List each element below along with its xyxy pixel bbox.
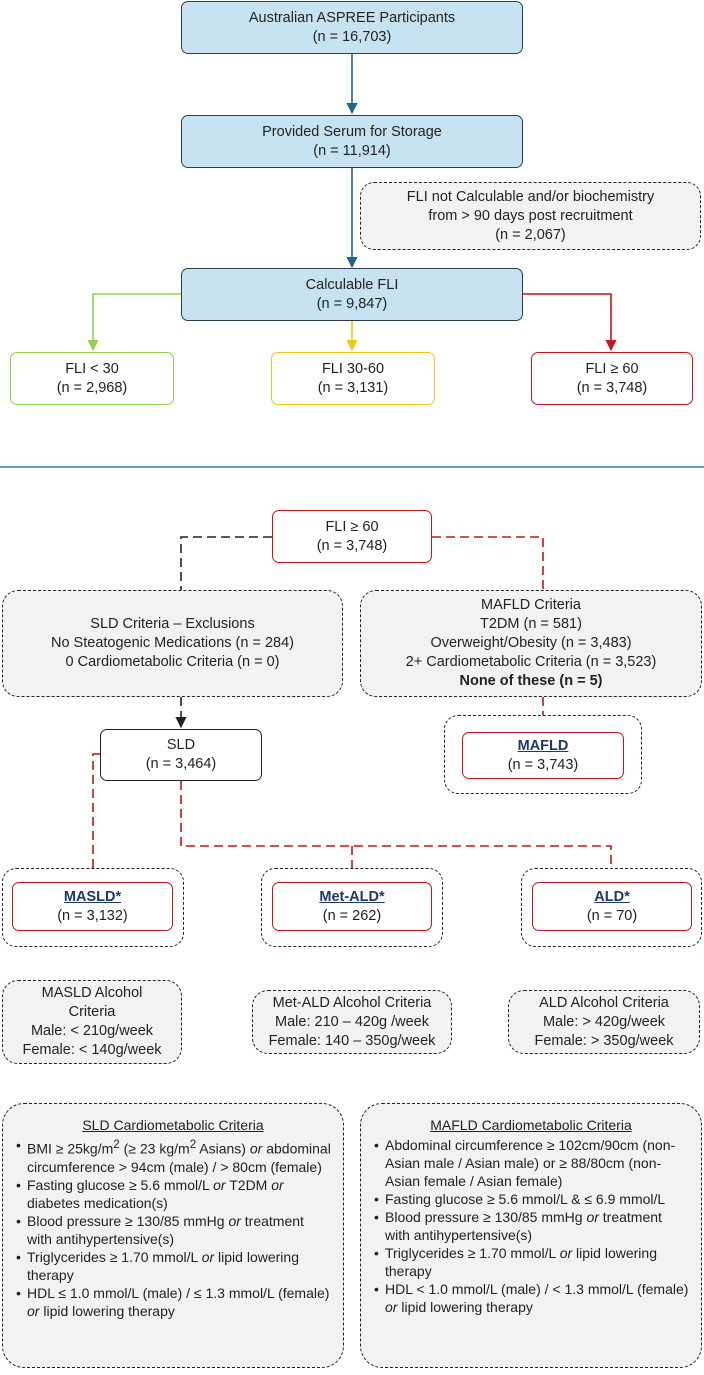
fli-mid-label: FLI 30-60 (321, 360, 385, 377)
calculable-fli-box: Calculable FLI (n = 9,847) (181, 268, 523, 321)
masld-box: MASLD* (n = 3,132) (12, 882, 173, 931)
ald-n: (n = 70) (586, 907, 638, 924)
ald-alcohol-box: ALD Alcohol Criteria Male: > 420g/week F… (508, 990, 700, 1054)
serum-n: (n = 11,914) (313, 142, 391, 159)
mafld-cardio-title: MAFLD Cardiometabolic Criteria (430, 1117, 632, 1133)
participants-n: (n = 16,703) (312, 28, 392, 45)
dash-to-sld-criteria (180, 536, 272, 590)
sld-criteria-title: SLD Criteria – Exclusions (90, 616, 255, 632)
metald-alcohol-box: Met-ALD Alcohol Criteria Male: 210 – 420… (252, 990, 452, 1054)
ald-alcohol-line1: ALD Alcohol Criteria (539, 994, 669, 1011)
fli-high-2-label: FLI ≥ 60 (325, 518, 379, 535)
fli-mid-n: (n = 3,131) (317, 379, 389, 396)
mafld-cardio-waist: Abdominal circumference ≥ 102cm/90cm (no… (374, 1136, 689, 1190)
sld-cardio-tg: Triglycerides ≥ 1.70 mmol/L or lipid low… (16, 1248, 331, 1284)
metald-alcohol-line2: Male: 210 – 420g /week (275, 1013, 429, 1030)
mafld-cardio-tg: Triglycerides ≥ 1.70 mmol/L or lipid low… (374, 1244, 689, 1280)
fli-low-n: (n = 2,968) (56, 379, 128, 396)
dash-to-mafld-criteria (432, 536, 544, 590)
fli-high-box: FLI ≥ 60 (n = 3,748) (531, 352, 693, 405)
mafld-box: MAFLD (n = 3,743) (462, 732, 624, 779)
sld-criteria-line2: 0 Cardiometabolic Criteria (n = 0) (65, 654, 280, 670)
mafld-n: (n = 3,743) (507, 756, 579, 773)
mafld-label: MAFLD (517, 737, 569, 754)
calculable-n: (n = 9,847) (316, 295, 388, 312)
ald-alcohol-line3: Female: > 350g/week (534, 1032, 674, 1049)
fli-high-label: FLI ≥ 60 (585, 360, 639, 377)
ald-alcohol-line2: Male: > 420g/week (542, 1013, 666, 1030)
sld-cardio-bmi: BMI ≥ 25kg/m2 (≥ 23 kg/m2 Asians) or abd… (16, 1136, 331, 1176)
sld-cardio-list: BMI ≥ 25kg/m2 (≥ 23 kg/m2 Asians) or abd… (15, 1136, 331, 1320)
mafld-cardio-hdl: HDL < 1.0 mmol/L (male) / < 1.3 mmol/L (… (374, 1280, 689, 1316)
masld-alcohol-line3: Male: < 210g/week (30, 1023, 154, 1039)
fli-low-box: FLI < 30 (n = 2,968) (10, 352, 174, 405)
sld-criteria-box: SLD Criteria – Exclusions No Steatogenic… (2, 590, 343, 697)
mafld-criteria-line3: 2+ Cardiometabolic Criteria (n = 3,523) (405, 654, 657, 670)
participants-box: Australian ASPREE Participants (n = 16,7… (181, 1, 523, 54)
sld-criteria-line1: No Steatogenic Medications (n = 284) (50, 635, 295, 651)
mafld-cardio-glucose: Fasting glucose ≥ 5.6 mmol/L & ≤ 6.9 mmo… (374, 1190, 689, 1208)
calculable-label: Calculable FLI (305, 276, 399, 293)
mafld-cardiometabolic-box: MAFLD Cardiometabolic Criteria Abdominal… (360, 1103, 702, 1368)
fli-mid-box: FLI 30-60 (n = 3,131) (271, 352, 435, 405)
sld-cardiometabolic-box: SLD Cardiometabolic Criteria BMI ≥ 25kg/… (2, 1103, 344, 1368)
metald-alcohol-line1: Met-ALD Alcohol Criteria (272, 994, 432, 1011)
masld-label: MASLD* (63, 888, 122, 905)
excluded-box: FLI not Calculable and/or biochemistry f… (360, 182, 701, 250)
sld-cardio-bp: Blood pressure ≥ 130/85 mmHg or treatmen… (16, 1212, 331, 1248)
dash-to-masld (87, 753, 100, 882)
arrow-to-fli-low (87, 293, 181, 352)
ald-box: ALD* (n = 70) (532, 882, 692, 931)
masld-alcohol-line1: MASLD Alcohol (41, 985, 143, 1001)
masld-alcohol-line2: Criteria (68, 1004, 116, 1020)
mafld-criteria-line2: Overweight/Obesity (n = 3,483) (430, 635, 632, 651)
sld-n: (n = 3,464) (145, 756, 217, 772)
fli-high-2-n: (n = 3,748) (316, 537, 388, 554)
metald-box: Met-ALD* (n = 262) (272, 882, 432, 931)
mafld-criteria-line4: None of these (n = 5) (459, 673, 603, 689)
fli-low-label: FLI < 30 (65, 360, 119, 377)
mafld-cardio-bp: Blood pressure ≥ 130/85 mmHg or treatmen… (374, 1208, 689, 1244)
arrow-to-fli-high (523, 293, 617, 352)
dash-to-ald (180, 781, 617, 882)
sld-box: SLD (n = 3,464) (100, 729, 262, 781)
excluded-n: (n = 2,067) (495, 226, 566, 243)
fli-high-n: (n = 3,748) (576, 379, 648, 396)
sld-cardio-glucose: Fasting glucose ≥ 5.6 mmol/L or T2DM or … (16, 1176, 331, 1212)
masld-n: (n = 3,132) (57, 907, 128, 924)
participants-label: Australian ASPREE Participants (248, 9, 456, 26)
mafld-criteria-title: MAFLD Criteria (481, 597, 581, 613)
sld-label: SLD (166, 737, 196, 753)
serum-box: Provided Serum for Storage (n = 11,914) (181, 115, 523, 168)
metald-n: (n = 262) (322, 907, 382, 924)
metald-label: Met-ALD* (319, 888, 385, 905)
excluded-line2: from > 90 days post recruitment (428, 207, 633, 224)
masld-alcohol-box: MASLD Alcohol Criteria Male: < 210g/week… (2, 980, 182, 1064)
masld-alcohol-line4: Female: < 140g/week (22, 1042, 162, 1058)
fli-high-box-2: FLI ≥ 60 (n = 3,748) (272, 510, 432, 563)
sld-cardio-hdl: HDL ≤ 1.0 mmol/L (male) / ≤ 1.3 mmol/L (… (16, 1284, 331, 1320)
excluded-line1: FLI not Calculable and/or biochemistry (406, 188, 655, 205)
serum-label: Provided Serum for Storage (262, 123, 442, 140)
mafld-cardio-list: Abdominal circumference ≥ 102cm/90cm (no… (373, 1136, 689, 1316)
mafld-criteria-line1: T2DM (n = 581) (480, 616, 582, 632)
mafld-criteria-box: MAFLD Criteria T2DM (n = 581) Overweight… (360, 590, 702, 697)
sld-cardio-title: SLD Cardiometabolic Criteria (82, 1117, 264, 1133)
metald-alcohol-line3: Female: 140 – 350g/week (268, 1032, 436, 1049)
ald-label: ALD* (594, 888, 630, 905)
